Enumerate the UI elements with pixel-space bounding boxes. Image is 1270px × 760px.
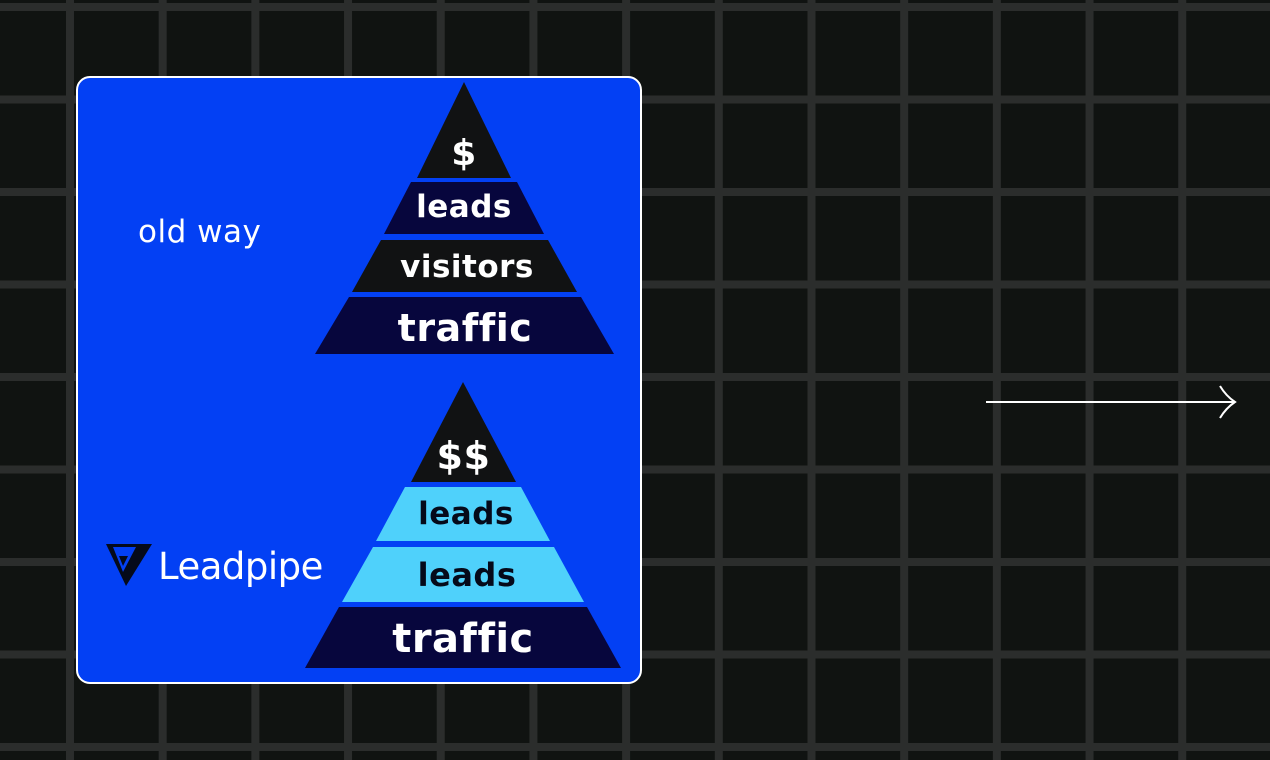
brand-name: Leadpipe (158, 544, 323, 588)
old-tier-2 (384, 182, 544, 234)
new-tier-2 (376, 487, 550, 541)
old-way-pyramid (305, 82, 621, 668)
new-tier-2-label: leads (418, 496, 514, 532)
old-tier-3 (352, 240, 577, 292)
old-tier-top-label: $ (451, 132, 477, 174)
new-tier-3-label: leads (417, 556, 517, 594)
old-tier-3-label: visitors (400, 249, 534, 285)
old-tier-top (417, 82, 511, 178)
old-tier-4 (315, 297, 614, 354)
old-way-label: old way (138, 214, 262, 250)
leadpipe-mark-icon (106, 544, 152, 586)
leadpipe-logo: Leadpipe (106, 544, 323, 588)
new-tier-3 (342, 547, 584, 602)
comparison-card: old way $ leads visitors traffic $$ lead… (76, 76, 642, 684)
new-tier-4 (305, 607, 621, 668)
new-tier-top (411, 382, 516, 482)
old-tier-2-label: leads (416, 189, 512, 225)
arrow-right-icon (986, 385, 1237, 419)
old-tier-4-label: traffic (397, 306, 533, 350)
new-tier-top-label: $$ (436, 434, 491, 478)
new-tier-4-label: traffic (392, 616, 534, 662)
